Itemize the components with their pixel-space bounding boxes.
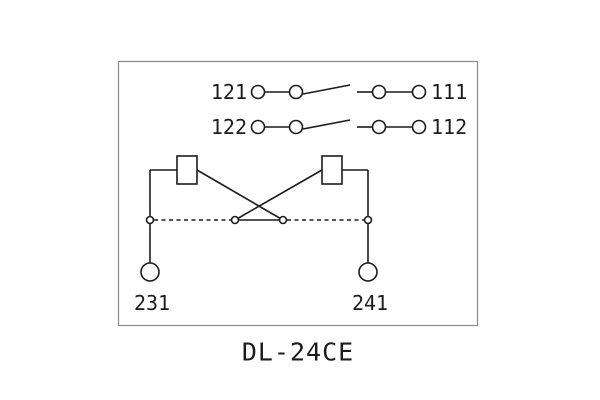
diagram-border [117, 60, 479, 327]
switch-blade [302, 84, 351, 95]
terminal-circle-231 [140, 262, 160, 282]
terminal-label-231: 231 [134, 291, 170, 315]
contact-circle [288, 84, 304, 100]
terminal-circle [250, 119, 266, 135]
coil-left [176, 155, 198, 185]
terminal-circle-241 [358, 262, 378, 282]
switch-blade [302, 119, 351, 130]
junction-node [145, 215, 155, 225]
terminal-label-241: 241 [352, 291, 388, 315]
coil-right [321, 155, 343, 185]
contact-row-1 [250, 84, 427, 100]
terminal-circle [411, 119, 427, 135]
terminal-label-111: 111 [431, 80, 467, 104]
terminal-circle [250, 84, 266, 100]
diagram-caption: DL-24CE [242, 338, 354, 367]
junction-node [363, 215, 373, 225]
contact-circle [288, 119, 304, 135]
crossover-wire [196, 169, 284, 221]
coil-circuit [140, 155, 378, 282]
terminal-label-121: 121 [211, 80, 247, 104]
terminal-label-112: 112 [431, 115, 467, 139]
contact-circle [371, 84, 387, 100]
contact-row-2 [250, 119, 427, 135]
junction-node [278, 215, 288, 225]
terminal-label-122: 122 [211, 115, 247, 139]
crossover-wire [234, 169, 323, 221]
terminal-circle [411, 84, 427, 100]
contact-circle [371, 119, 387, 135]
junction-node [230, 215, 240, 225]
